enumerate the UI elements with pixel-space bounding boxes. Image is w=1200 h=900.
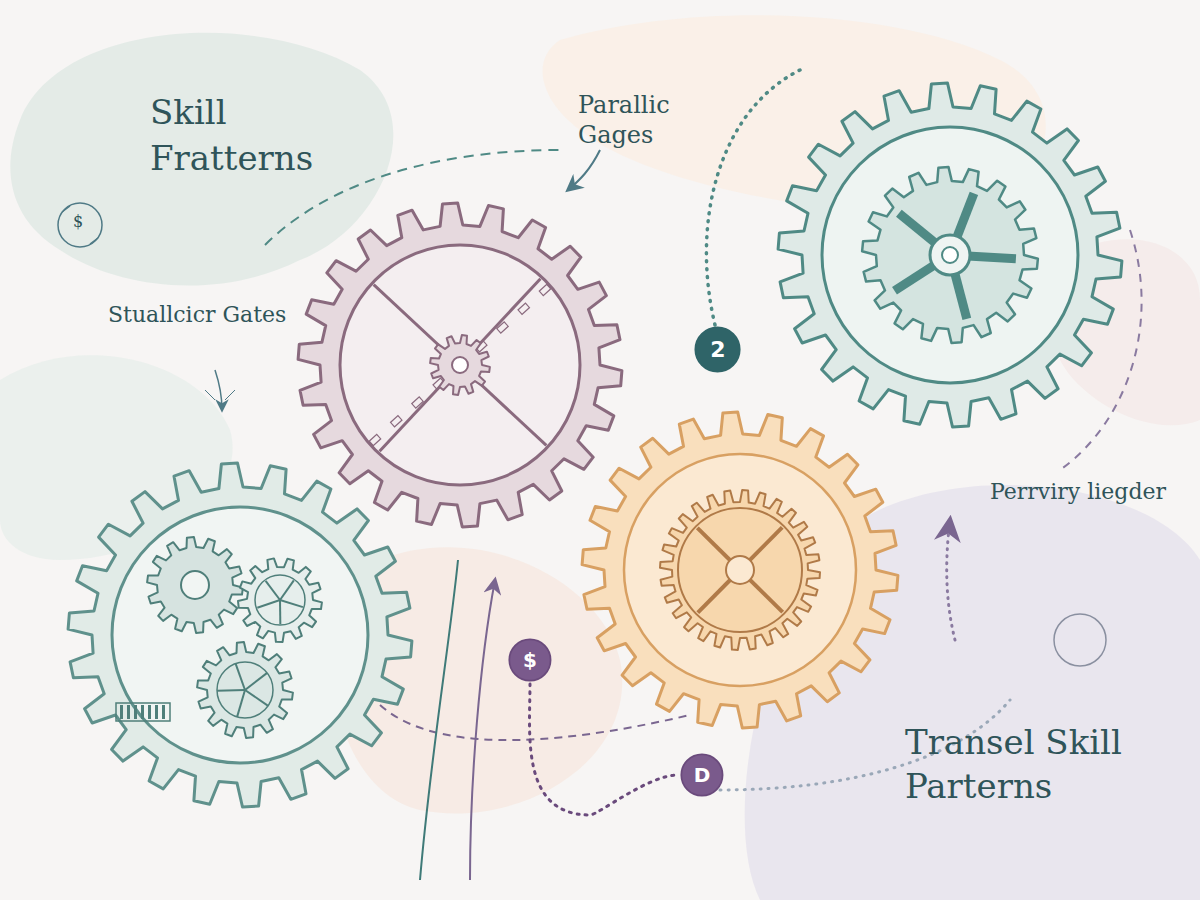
label-text: Stuallcicr Gates — [108, 300, 288, 330]
badge-text: D — [694, 764, 711, 786]
badge-circle: D — [680, 753, 724, 797]
badge-circle: $ — [508, 638, 552, 682]
label-text: Perrviry liegder — [990, 478, 1170, 507]
chain-connector — [529, 684, 678, 815]
badge-text: $ — [523, 649, 537, 671]
badge-text: 2 — [710, 338, 725, 362]
label-text: Transel Skill Parterns — [905, 720, 1195, 808]
label-text: Parallic Gages — [578, 90, 728, 150]
badge-circle: 2 — [694, 326, 741, 373]
title-text: Skill Fratterns — [150, 90, 320, 182]
label-text: $ — [73, 212, 83, 231]
